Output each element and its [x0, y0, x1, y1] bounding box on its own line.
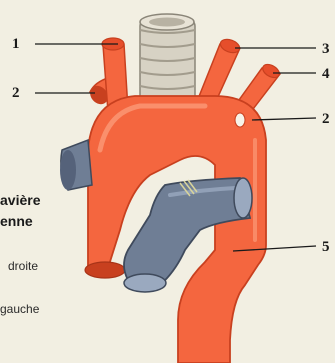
side-text-line2: enne: [0, 213, 33, 229]
label-5: 5: [322, 239, 330, 255]
label-4: 4: [322, 66, 330, 82]
side-text-line3: droite: [8, 259, 38, 273]
label-3: 3: [322, 41, 330, 57]
side-text-line4: gauche: [0, 302, 40, 316]
label-1: 1: [12, 36, 20, 52]
side-text-line1: avière: [0, 192, 41, 208]
label-2-left: 2: [12, 85, 20, 101]
label-2-right: 2: [322, 111, 330, 127]
leader-2-right: [252, 118, 316, 120]
